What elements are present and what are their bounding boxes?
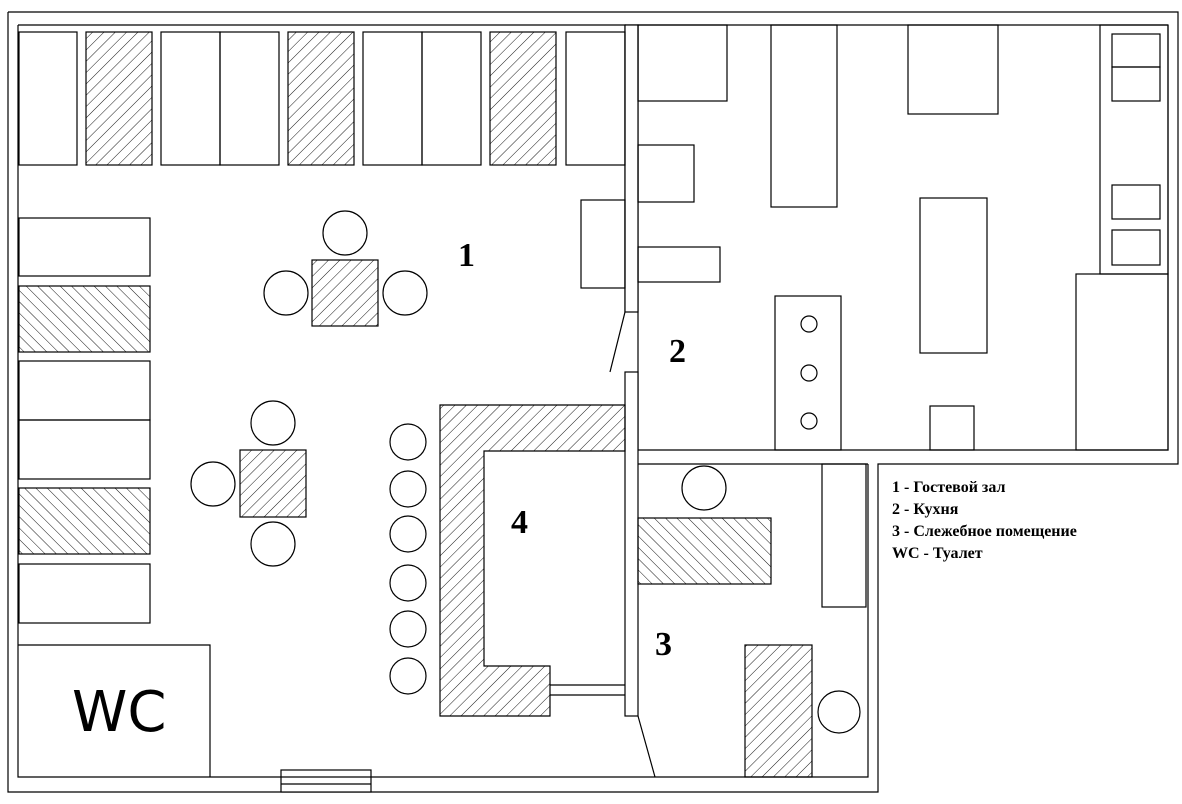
legend-item-3: 3 - Слежебное помещение: [892, 523, 1077, 540]
room-number-1: 1: [458, 237, 475, 274]
top-booths: [18, 31, 626, 166]
room-number-4: 4: [511, 504, 528, 541]
legend-item-2: 2 - Кухня: [892, 501, 959, 518]
partition-wall-kitchen: [609, 24, 868, 778]
outer-walls: [7, 11, 1179, 793]
dining-table-2: [190, 400, 307, 567]
service-room-door-swing: [637, 715, 656, 778]
kitchen-door-swing: [609, 311, 626, 373]
entrance: [280, 769, 372, 793]
dining-table-1: [263, 210, 428, 327]
legend-item-wc: WC - Туалет: [892, 545, 983, 562]
wc-room: [18, 644, 211, 777]
bar-stools: [389, 423, 427, 695]
legend: 1 - Гостевой зал 2 - Кухня 3 - Слежебное…: [892, 477, 1077, 565]
wc-label: WC: [72, 680, 166, 745]
bar-counter: [439, 404, 626, 717]
room-number-3: 3: [655, 626, 672, 663]
legend-item-1: 1 - Гостевой зал: [892, 479, 1006, 496]
service-room-equipment: [637, 463, 867, 778]
left-booths: [18, 217, 151, 624]
room-number-2: 2: [669, 333, 686, 370]
kitchen-equipment: [580, 24, 1169, 451]
